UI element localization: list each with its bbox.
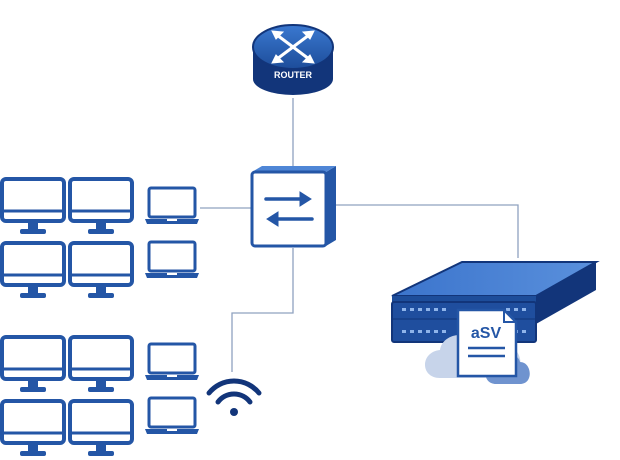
desktop-monitor-icon xyxy=(0,241,66,300)
desktop-monitor-icon xyxy=(68,177,134,236)
document-page xyxy=(456,308,518,378)
desktop-monitor-icon xyxy=(0,177,66,236)
router: ROUTER xyxy=(252,24,334,95)
server-side xyxy=(536,262,596,324)
switch-server-link xyxy=(336,204,519,258)
switch-wifi-link xyxy=(231,248,294,372)
desktop-monitor-icon xyxy=(0,399,66,458)
wifi-icon xyxy=(206,378,262,416)
desktop-monitor-icon xyxy=(68,241,134,300)
laptop-icon xyxy=(143,240,201,280)
client-cluster-bottom xyxy=(0,335,201,458)
desktop-monitor-icon xyxy=(68,399,134,458)
desktop-monitor-icon xyxy=(68,335,134,394)
switch-side xyxy=(326,166,336,246)
desktop-monitor-icon xyxy=(0,335,66,394)
switch-front xyxy=(250,170,328,248)
router-icon xyxy=(271,30,315,64)
client-cluster-top xyxy=(0,177,201,300)
connection-lines xyxy=(200,98,519,372)
laptop-icon xyxy=(143,342,201,382)
asv-document: aSV xyxy=(456,308,518,378)
laptop-icon xyxy=(143,186,201,226)
switch-arrows-icon xyxy=(264,191,314,227)
server-badge-label: aSV xyxy=(471,325,502,342)
network-switch xyxy=(250,166,336,248)
laptop-icon xyxy=(143,396,201,436)
router-label: ROUTER xyxy=(274,70,313,80)
